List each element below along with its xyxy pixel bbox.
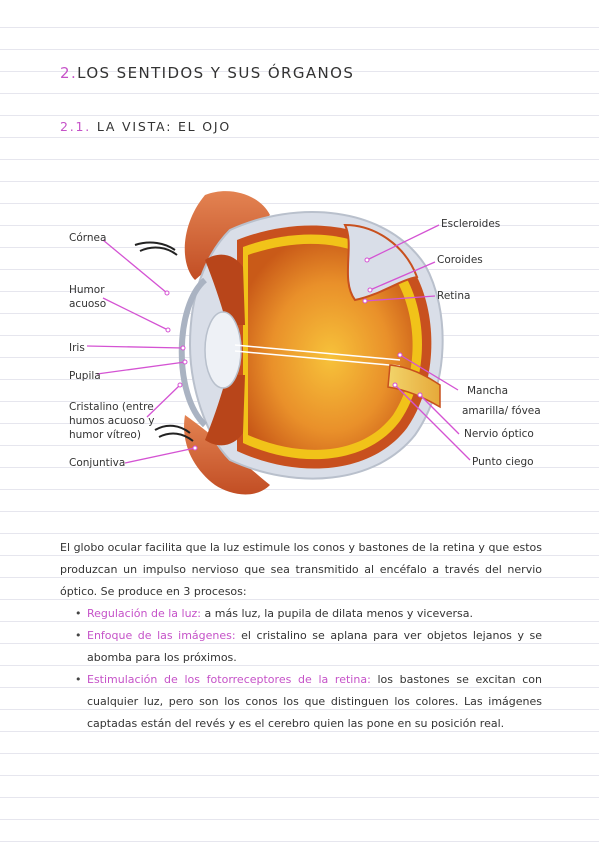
- ciliary-body: [205, 254, 245, 325]
- bullet-term: Enfoque de las imágenes:: [87, 629, 236, 642]
- label-iris: Iris: [69, 342, 85, 354]
- subsection-heading: 2.1. LA VISTA: EL OJO: [60, 119, 231, 134]
- body-text: El globo ocular facilita que la luz esti…: [60, 537, 542, 735]
- label-cristalino-1: Cristalino (entre: [69, 401, 154, 413]
- leader-lines: [86, 224, 471, 464]
- bullet-icon: •: [75, 607, 82, 620]
- label-retina: Retina: [437, 290, 471, 302]
- bullet-term: Regulación de la luz:: [87, 607, 202, 620]
- bullet-term: Estimulación de los fotorreceptores de l…: [87, 673, 371, 686]
- axis-line-2: [234, 350, 401, 367]
- intro-paragraph: El globo ocular facilita que la luz esti…: [60, 541, 542, 598]
- subsection-title: LA VISTA: EL OJO: [96, 119, 231, 134]
- eye-diagram: Córnea Humor acuoso Iris Pupila Cristali…: [55, 185, 555, 510]
- label-nervio-optico: Nervio óptico: [464, 428, 534, 440]
- label-mancha-2: amarilla/ fóvea: [462, 405, 541, 417]
- label-humor-acuoso-2: acuoso: [69, 298, 107, 310]
- ciliary-body-lower: [205, 375, 245, 446]
- bullet-text: los bastones se excitan con cualquier lu…: [87, 673, 542, 730]
- label-conjuntiva: Conjuntiva: [69, 457, 126, 469]
- leader-dots: [164, 257, 423, 451]
- subsection-number: 2.1.: [60, 119, 92, 134]
- upper-eyelash: [134, 241, 178, 256]
- cut-notch: [343, 223, 419, 302]
- label-escleroides: Escleroides: [441, 218, 501, 230]
- label-cristalino-3: humor vítreo): [69, 429, 141, 441]
- label-coroides: Coroides: [437, 254, 483, 266]
- bullet-text: el cristalino se aplana para ver objetos…: [87, 629, 543, 664]
- axis-line: [234, 344, 401, 361]
- label-cornea: Córnea: [69, 232, 107, 244]
- bullet-text: a más luz, la pupila de dilata menos y v…: [201, 607, 474, 620]
- list-item: • Enfoque de las imágenes: el cristalino …: [60, 625, 542, 669]
- list-item: • Estimulación de los fotorreceptores de …: [60, 669, 542, 735]
- label-humor-acuoso-1: Humor: [69, 284, 105, 296]
- list-item: • Regulación de la luz: a más luz, la pup…: [60, 603, 542, 625]
- lens: [204, 311, 242, 389]
- label-mancha-1: Mancha: [467, 385, 509, 397]
- label-punto-ciego: Punto ciego: [472, 456, 534, 468]
- section-number: 2.: [60, 64, 78, 82]
- lower-eyelash: [154, 424, 194, 442]
- label-pupila: Pupila: [69, 370, 101, 382]
- section-title: LOS SENTIDOS Y SUS ÓRGANOS: [77, 64, 355, 82]
- bullet-icon: •: [75, 673, 82, 686]
- cornea: [178, 277, 208, 428]
- label-cristalino-2: humos acuoso y: [69, 415, 155, 427]
- section-heading: 2.LOS SENTIDOS Y SUS ÓRGANOS: [60, 64, 354, 82]
- eye-illustration: [86, 191, 471, 495]
- bullet-icon: •: [75, 629, 82, 642]
- process-list: • Regulación de la luz: a más luz, la pup…: [60, 603, 542, 735]
